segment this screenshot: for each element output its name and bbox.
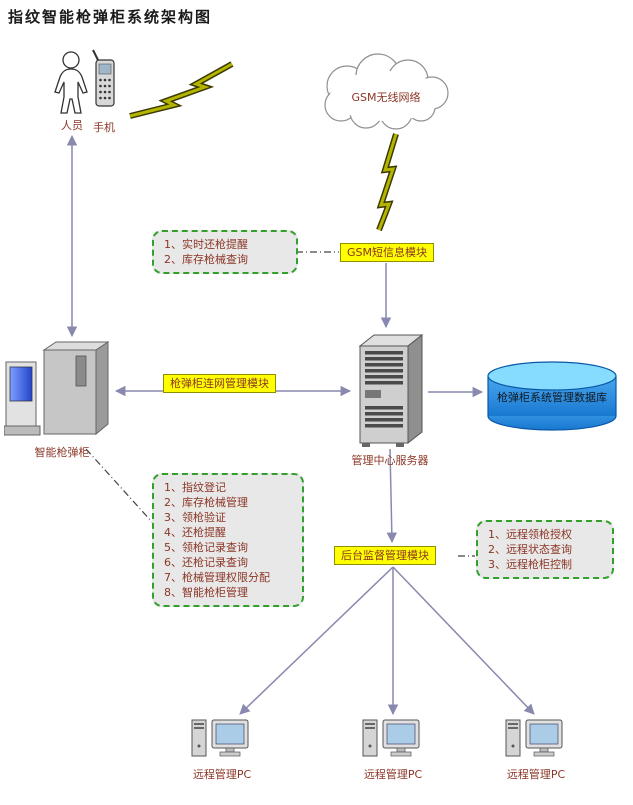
note-line: 8、智能枪柜管理	[164, 586, 248, 599]
note-line: 3、领枪验证	[164, 511, 226, 524]
pc2-label: 远程管理PC	[363, 768, 423, 781]
note-line: 4、还枪提醒	[164, 526, 226, 539]
note-line: 3、远程枪柜控制	[488, 558, 572, 571]
pc-icon	[500, 716, 572, 762]
link-backend-pc3	[392, 566, 535, 715]
note-line: 6、还枪记录查询	[164, 556, 248, 569]
pc3-label: 远程管理PC	[506, 768, 566, 781]
page-title: 指纹智能枪弹柜系统架构图	[8, 8, 213, 26]
person-label: 人员	[61, 119, 83, 132]
lightning-cloud-gsm-icon	[376, 133, 399, 232]
note-remote-functions: 1、远程领枪授权 2、远程状态查询 3、远程枪柜控制	[476, 520, 614, 579]
note-sms-functions: 1、实时还枪提醒 2、库存枪械查询	[152, 230, 298, 274]
pc-icon	[357, 716, 429, 762]
person-icon	[50, 50, 94, 116]
note-line: 2、库存枪械管理	[164, 496, 248, 509]
cloud-label: GSM无线网络	[352, 90, 421, 104]
note-line: 1、远程领枪授权	[488, 528, 572, 541]
server-label: 管理中心服务器	[351, 454, 429, 467]
note-cabinet-functions: 1、指纹登记 2、库存枪械管理 3、领枪验证 4、还枪提醒 5、领枪记录查询 6…	[152, 473, 304, 607]
backend-module-label: 后台监督管理模块	[334, 546, 436, 565]
phone-label: 手机	[93, 121, 115, 134]
note-line: 1、实时还枪提醒	[164, 238, 248, 251]
mobile-phone-icon	[88, 48, 120, 116]
database-label: 枪弹柜系统管理数据库	[497, 391, 607, 404]
pc-icon	[186, 716, 258, 762]
cabinet-label: 智能枪弹柜	[34, 446, 90, 459]
server-icon	[352, 330, 428, 450]
note-line: 7、枪械管理权限分配	[164, 571, 270, 584]
note-line: 1、指纹登记	[164, 481, 226, 494]
gun-cabinet-icon	[4, 340, 116, 442]
note-line: 2、库存枪械查询	[164, 253, 248, 266]
note-line: 5、领枪记录查询	[164, 541, 248, 554]
note-line: 2、远程状态查询	[488, 543, 572, 556]
gsm-cloud-icon: GSM无线网络	[324, 53, 449, 130]
cabinet-link-module-label: 枪弹柜连网管理模块	[163, 374, 276, 393]
pc1-label: 远程管理PC	[192, 768, 252, 781]
gsm-sms-module-label: GSM短信息模块	[340, 243, 434, 262]
lightning-phone-cloud-icon	[129, 61, 234, 119]
